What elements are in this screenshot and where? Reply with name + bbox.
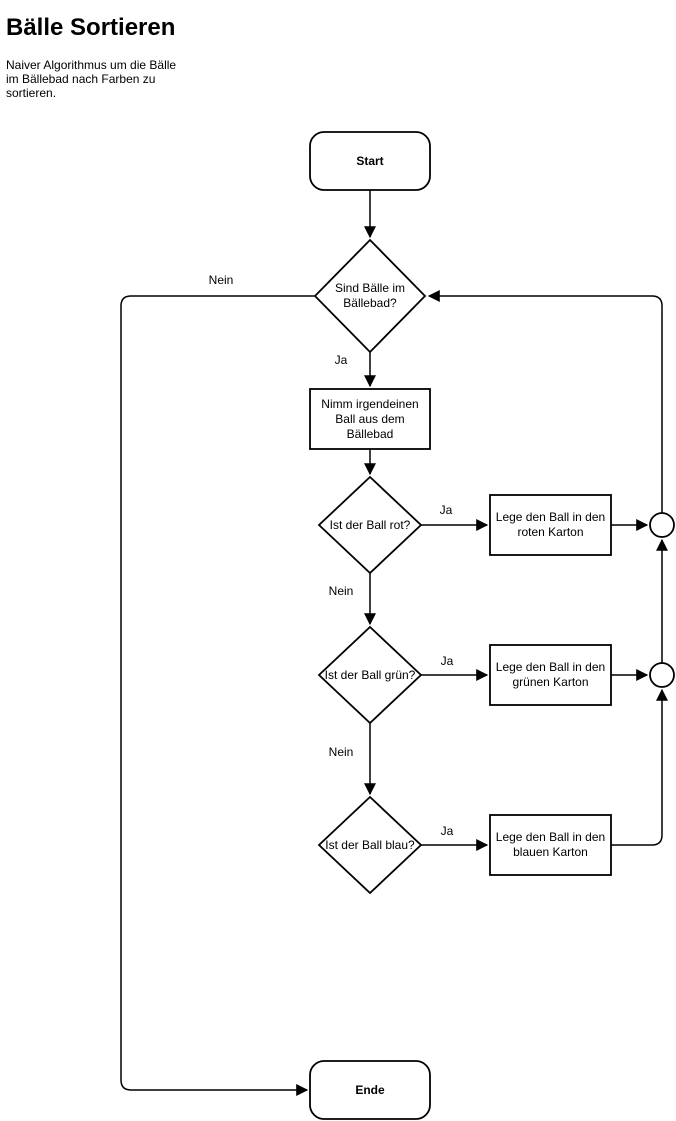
process-put-blue-shape	[489, 814, 612, 876]
edge-merge1-to-check	[427, 290, 663, 513]
edge-check-nein-to-end	[120, 295, 315, 1096]
process-take-ball-shape	[309, 388, 431, 450]
merge-circle-green	[649, 662, 675, 688]
end-node-shape	[309, 1060, 431, 1120]
edge-putblue-to-merge2	[611, 688, 668, 846]
process-put-green-shape	[489, 644, 612, 706]
process-put-red-shape	[489, 494, 612, 556]
decision-red-shape	[317, 475, 423, 575]
decision-green-shape	[317, 625, 423, 725]
decision-blue-shape	[317, 795, 423, 895]
decision-balls-shape	[313, 238, 427, 354]
page-subtitle: Naiver Algorithmus um die Bälle im Bälle…	[6, 58, 177, 100]
start-node-shape	[309, 131, 431, 191]
page-title: Bälle Sortieren	[6, 14, 176, 41]
merge-circle-red	[649, 512, 675, 538]
